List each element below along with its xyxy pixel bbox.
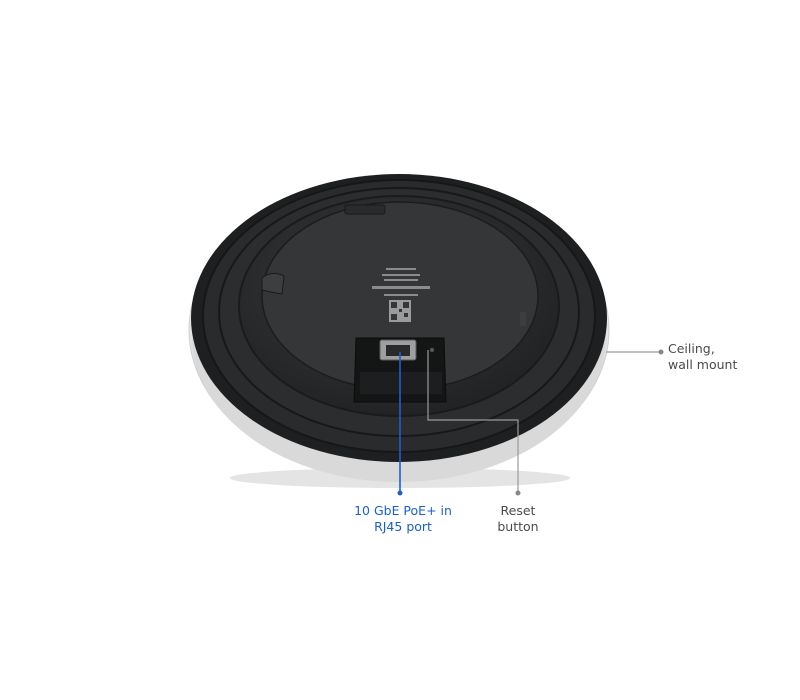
callout-port-line2: RJ45 port <box>374 519 432 534</box>
qr-code <box>389 300 411 322</box>
callout-reset-button: Reset button <box>483 503 553 535</box>
rj45-port-opening <box>386 345 410 356</box>
product-label <box>372 268 430 296</box>
port-callout-dot <box>397 490 403 496</box>
callout-rj45-port: 10 GbE PoE+ in RJ45 port <box>328 503 478 535</box>
callout-port-line1: 10 GbE PoE+ in <box>354 503 452 518</box>
mount-tab-top <box>344 204 386 215</box>
reset-callout-line <box>427 350 519 493</box>
callout-mount-line1: Ceiling, <box>668 341 715 356</box>
callout-reset-line2: button <box>497 519 539 534</box>
callout-ceiling-wall-mount: Ceiling, wall mount <box>668 341 778 373</box>
reset-button-hole <box>429 347 435 353</box>
mount-callout-dot <box>658 349 664 355</box>
mount-tab-right <box>520 312 526 326</box>
mount-tab-left <box>261 272 285 295</box>
callout-mount-line2: wall mount <box>668 357 738 372</box>
port-recess-floor <box>360 372 442 394</box>
reset-callout-dot <box>515 490 521 496</box>
callout-reset-line1: Reset <box>500 503 536 518</box>
